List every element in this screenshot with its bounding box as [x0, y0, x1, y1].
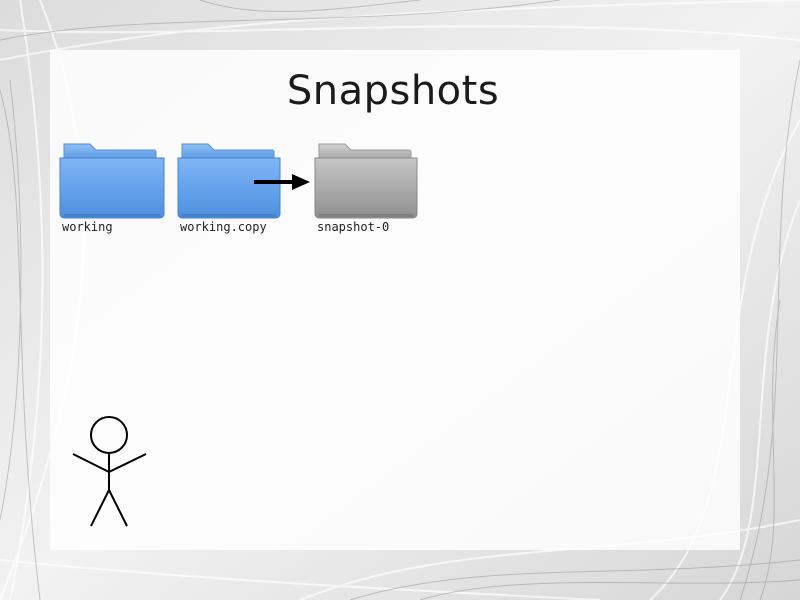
right-arrow-icon: [254, 174, 310, 190]
folder-label: working: [62, 220, 113, 234]
folder-working[interactable]: working: [58, 138, 168, 238]
folder-snapshot-0[interactable]: snapshot-0: [313, 138, 423, 238]
stick-figure-icon: [72, 416, 147, 527]
folder-icon: [59, 143, 165, 219]
folder-icon: [177, 143, 281, 219]
folder-icon: [314, 143, 418, 219]
folder-working-copy[interactable]: working.copy: [176, 138, 286, 238]
folder-label: snapshot-0: [317, 220, 390, 234]
slide-title: Snapshots: [286, 68, 500, 114]
folder-label: working.copy: [180, 220, 267, 234]
slide-content-panel: [50, 50, 740, 550]
